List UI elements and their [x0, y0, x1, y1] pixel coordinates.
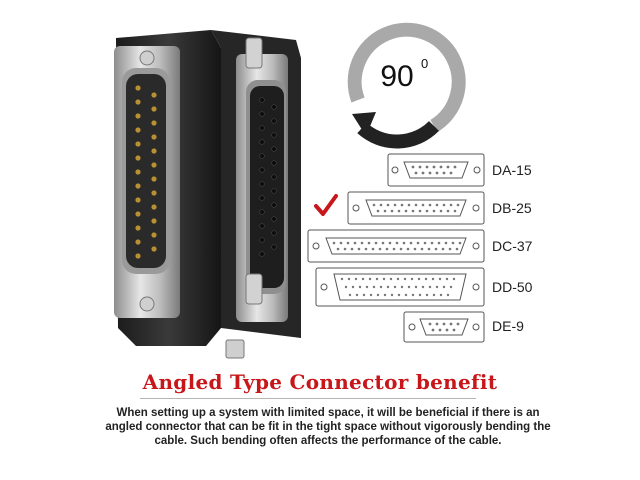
heading-divider — [140, 398, 476, 399]
connector-label-de9: DE-9 — [492, 318, 524, 334]
diagram-graphics: 90 0 — [307, 22, 485, 343]
benefit-description: When setting up a system with limited sp… — [105, 407, 551, 447]
connector-da15-diagram — [387, 153, 485, 187]
connector-db25-diagram — [347, 191, 485, 225]
connector-photo — [96, 28, 310, 360]
connector-label-db25: DB-25 — [492, 200, 532, 216]
rotation-unit: 0 — [421, 56, 428, 71]
rotation-value: 90 — [380, 60, 413, 93]
connector-label-dc37: DC-37 — [492, 238, 533, 254]
angled-connector-illustration — [114, 30, 301, 359]
connector-label-dd50: DD-50 — [492, 279, 533, 295]
connector-dc37-diagram — [307, 229, 485, 263]
connector-label-da15: DA-15 — [492, 162, 532, 178]
connector-dd50-diagram — [315, 267, 485, 307]
benefit-heading: Angled Type Connector benefit — [0, 370, 640, 394]
connector-de9-diagram — [403, 311, 485, 343]
check-mark-icon — [314, 194, 338, 216]
connector-size-diagram: 90 0 — [300, 18, 540, 348]
rotation-arrow-icon — [347, 22, 466, 149]
benefit-heading-text: Angled Type Connector benefit — [142, 370, 498, 394]
